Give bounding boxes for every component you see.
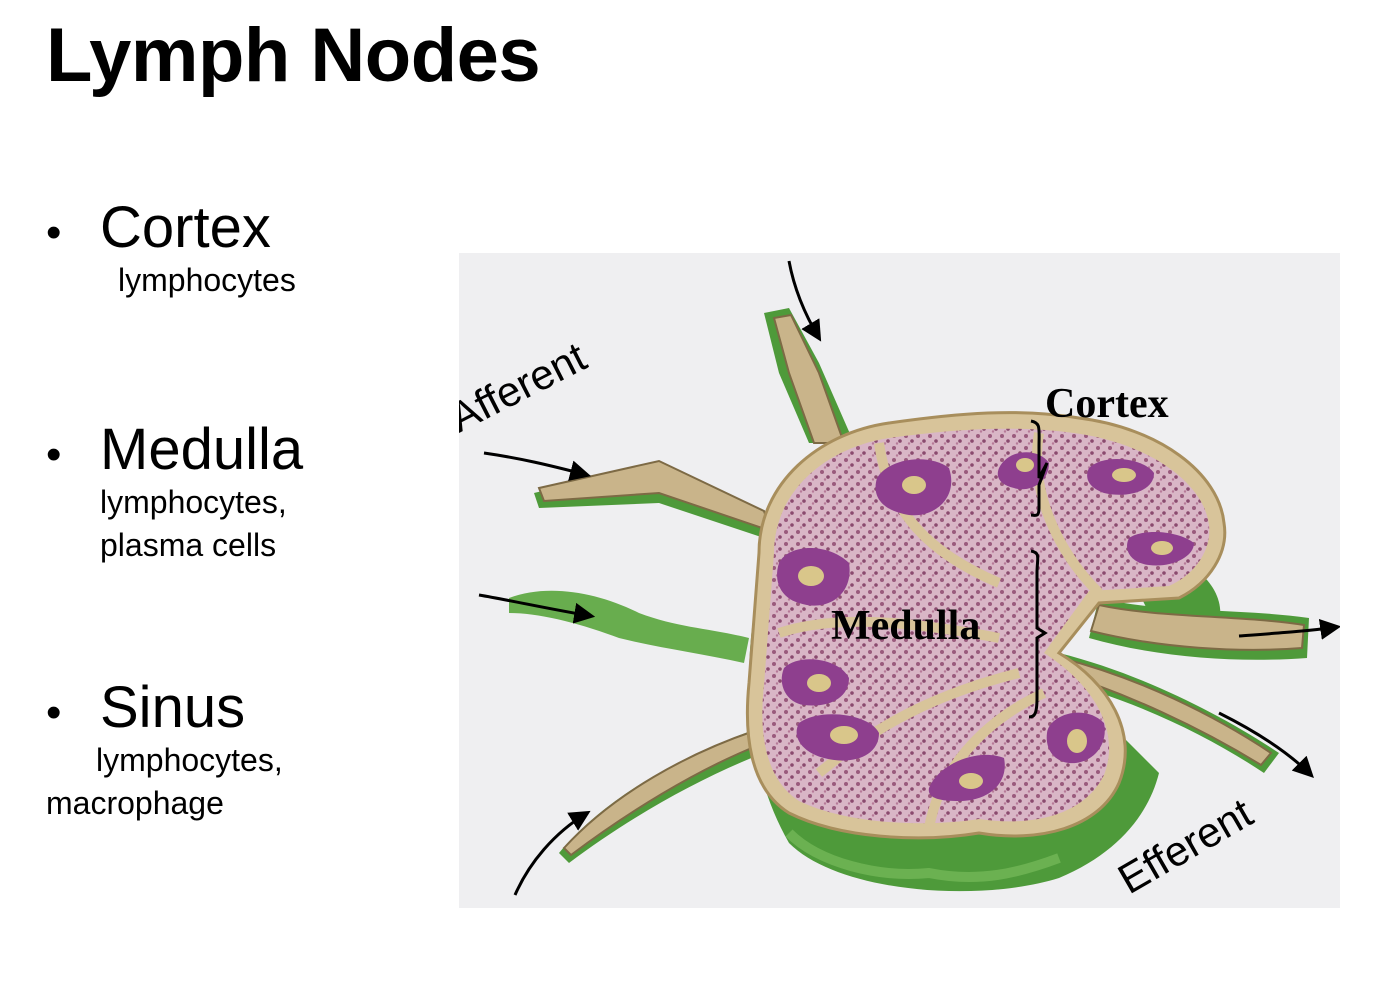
afferent-vessels (509, 308, 854, 863)
follicle (875, 459, 952, 516)
bullet-term: Medulla (100, 417, 304, 482)
efferent-arrow-lower (1218, 711, 1314, 778)
bullet-description: lymphocytes (118, 259, 296, 302)
follicle (928, 754, 1005, 801)
follicle (997, 452, 1049, 490)
follicle (781, 659, 849, 706)
medulla-bracket (1028, 549, 1048, 719)
bullet-term: Cortex (100, 195, 271, 260)
bullet-description: lymphocytes, macrophage (46, 739, 283, 825)
bullet-description-line: lymphocytes, (96, 742, 283, 778)
follicle (1046, 712, 1105, 764)
cortex-label: Cortex (1045, 381, 1169, 427)
bullet-cortex: • Cortex lymphocytes (46, 196, 296, 302)
cortex-bracket (1030, 419, 1049, 517)
bullet-description-line: macrophage (46, 785, 224, 821)
bullet-marker: • (46, 430, 62, 479)
lymph-node-diagram: Afferent Efferent Cortex Medulla (459, 253, 1340, 908)
flow-arrows (478, 260, 1340, 896)
bullet-term: Sinus (100, 675, 246, 740)
follicle (796, 714, 879, 761)
bullet-marker: • (46, 688, 62, 737)
slide-title: Lymph Nodes (46, 13, 541, 98)
bullet-description-line: lymphocytes, (100, 484, 287, 520)
medulla-label: Medulla (831, 603, 980, 649)
region-brackets (1028, 419, 1049, 719)
bullet-marker: • (46, 208, 62, 257)
afferent-arrow-bottom (513, 810, 591, 896)
bullet-description-line: lymphocytes (118, 262, 296, 298)
afferent-arrow-top (787, 260, 822, 342)
follicle (1087, 458, 1154, 495)
bullet-sinus: • Sinus lymphocytes, macrophage (46, 676, 283, 825)
afferent-arrow-middle (478, 593, 596, 624)
efferent-arrow-right (1238, 618, 1340, 640)
follicle (1127, 531, 1194, 566)
afferent-arrow-upper (483, 451, 592, 481)
efferent-vessels (1049, 598, 1309, 773)
bullet-description: lymphocytes, plasma cells (100, 481, 303, 567)
follicle (777, 548, 850, 606)
bullet-description-line: plasma cells (100, 527, 277, 563)
follicles (777, 452, 1194, 801)
bullet-medulla: • Medulla lymphocytes, plasma cells (46, 418, 303, 567)
